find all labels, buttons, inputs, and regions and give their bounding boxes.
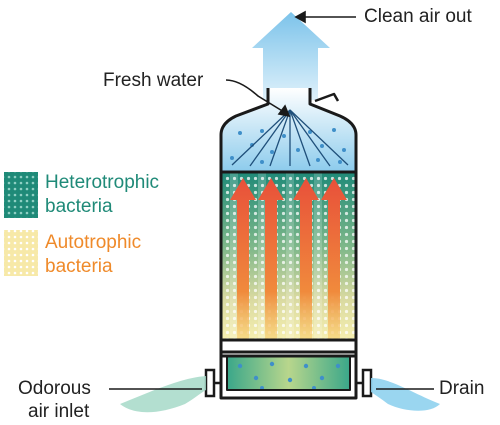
leader-lines: [109, 10, 434, 390]
flow-arrow: [258, 178, 284, 340]
clean-air-out-label: Clean air out: [364, 6, 472, 27]
clean-air-outlet-arrow: [252, 12, 330, 100]
legend-heterotrophic-line1: Heterotrophic: [45, 172, 160, 193]
vessel-outline: [219, 88, 358, 400]
heterotrophic-swatch: [4, 172, 38, 218]
flow-arrow: [321, 178, 347, 340]
inlet-flange: [204, 368, 221, 398]
legend-autotrophic-line2: bacteria: [45, 256, 113, 277]
bed-shading: [230, 172, 322, 340]
drain-flow: [371, 378, 440, 411]
legend-autotrophic-line1: Autotrophic: [45, 232, 142, 253]
fresh-water-label: Fresh water: [103, 70, 204, 91]
odorous-air-inlet-label-line1: Odorous: [18, 378, 91, 399]
spray-lines: [231, 109, 349, 167]
spray-droplets: [230, 128, 346, 164]
autotrophic-swatch: [4, 230, 38, 276]
flow-arrow: [293, 178, 319, 340]
flow-arrow: [230, 178, 256, 340]
drain-flange: [356, 368, 373, 398]
legend-heterotrophic-line2: bacteria: [45, 196, 113, 217]
odorous-air-inlet-label-line2: air inlet: [28, 401, 90, 422]
upward-air-flow-arrows: [230, 178, 347, 340]
sump-liquid: [227, 356, 350, 390]
odorous-air-inlet-flow: [120, 376, 206, 413]
drain-label: Drain: [439, 378, 485, 399]
